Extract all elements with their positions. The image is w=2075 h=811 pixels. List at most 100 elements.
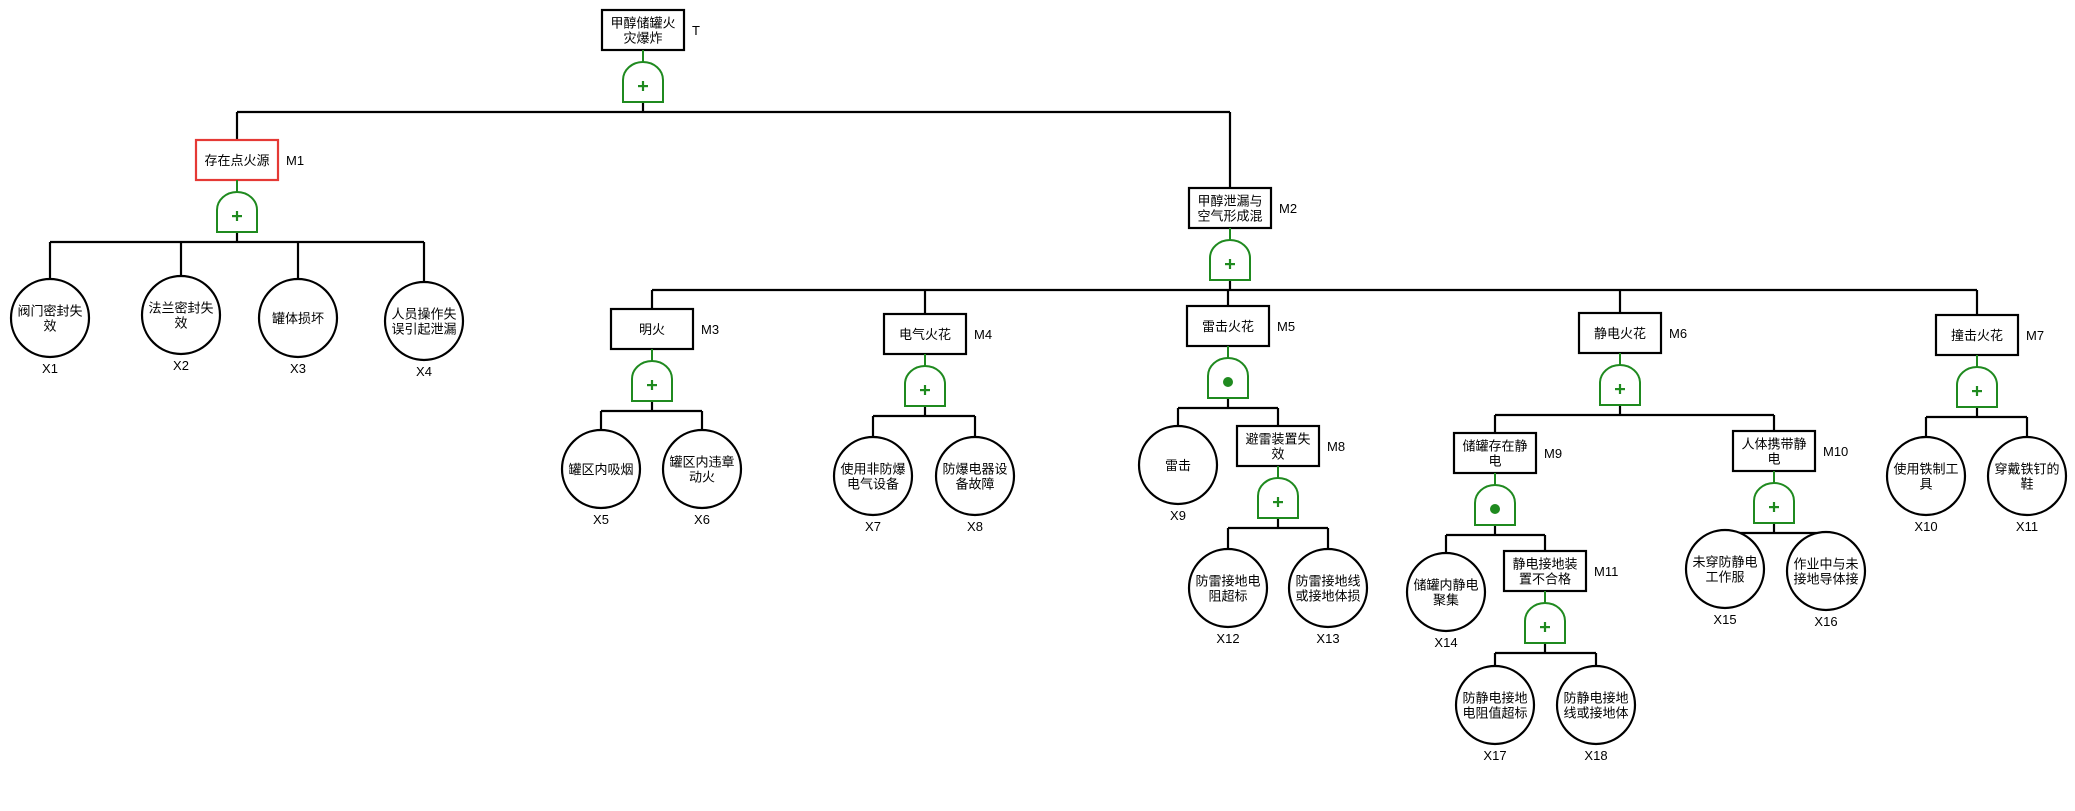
basic-event-circle[interactable] <box>1287 547 1369 629</box>
or-gate-icon <box>904 365 946 407</box>
event-label: 存在点火源 <box>204 154 269 169</box>
and-gate-icon <box>1474 484 1516 526</box>
or-gate-icon <box>1524 602 1566 644</box>
basic-event-circle[interactable] <box>1454 664 1536 746</box>
event-label: 线或接地体 <box>1563 706 1628 722</box>
event-box[interactable] <box>882 312 968 356</box>
event-box[interactable] <box>1187 186 1273 230</box>
plus-symbol-v <box>1975 386 1979 396</box>
event-id-label: X14 <box>1434 635 1457 650</box>
event-label: 甲醇泄漏与 <box>1197 194 1262 210</box>
or-gate-icon <box>631 360 673 402</box>
basic-event-circle[interactable] <box>257 277 339 359</box>
basic-event-circle[interactable] <box>1885 435 1967 517</box>
event-label: 阀门密封失 <box>17 304 82 320</box>
basic-event-circle[interactable] <box>1405 551 1487 633</box>
dot-symbol <box>1223 377 1233 387</box>
event-id-label: M10 <box>1823 444 1848 459</box>
event-id-label: X16 <box>1814 614 1837 629</box>
event-label: 聚集 <box>1433 593 1459 609</box>
event-label: 或接地体损 <box>1295 589 1360 605</box>
event-label: 电阻值超标 <box>1462 706 1527 722</box>
event-id-label: X11 <box>2016 519 2038 534</box>
basic-event-circle[interactable] <box>832 435 914 517</box>
event-label: 未穿防静电 <box>1692 555 1757 571</box>
event-label: 使用非防爆 <box>840 462 905 478</box>
event-box[interactable] <box>1235 424 1321 468</box>
event-id-label: X1 <box>42 361 58 376</box>
basic-event-circle[interactable] <box>9 277 91 359</box>
event-box[interactable] <box>1452 431 1538 475</box>
event-id-label: M8 <box>1327 439 1345 454</box>
event-label: 灾爆炸 <box>623 31 662 47</box>
event-label: 使用铁制工 <box>1893 462 1958 478</box>
or-gate-icon <box>622 61 664 103</box>
event-label: 工作服 <box>1705 571 1744 586</box>
plus-symbol-v <box>235 211 239 221</box>
basic-event-circle[interactable] <box>1137 424 1219 506</box>
event-id-label: M4 <box>974 327 992 342</box>
event-box[interactable] <box>600 8 686 52</box>
basic-event-circle[interactable] <box>140 274 222 356</box>
basic-event-circle[interactable] <box>560 428 642 510</box>
basic-event-circle[interactable] <box>1187 547 1269 629</box>
basic-event-circle[interactable] <box>1555 664 1637 746</box>
plus-symbol-v <box>1618 384 1622 394</box>
event-box[interactable] <box>609 307 695 351</box>
intermediate-event-m5[interactable]: M5 雷击火花 <box>1185 304 1295 399</box>
event-box[interactable] <box>1934 313 2020 357</box>
or-gate-icon <box>1753 482 1795 524</box>
basic-event-circle[interactable] <box>1785 530 1867 612</box>
event-id-label: M5 <box>1277 319 1295 334</box>
event-label: 防静电接地 <box>1563 691 1628 707</box>
basic-event-circle[interactable] <box>383 280 465 362</box>
event-box[interactable] <box>1577 311 1663 355</box>
event-id-label: X10 <box>1914 519 1937 534</box>
event-id-label: X9 <box>1170 508 1186 523</box>
event-id-label: M11 <box>1594 564 1618 579</box>
event-label: 雷击火花 <box>1202 319 1254 335</box>
event-id-label: X18 <box>1584 748 1607 763</box>
plus-symbol-v <box>1276 497 1280 507</box>
or-gate-icon <box>1257 477 1299 519</box>
event-id-label: X5 <box>593 512 609 527</box>
basic-event-circle[interactable] <box>1684 528 1766 610</box>
basic-event-circle[interactable] <box>1986 435 2068 517</box>
event-id-label: X6 <box>694 512 710 527</box>
basic-event-circle[interactable] <box>661 428 743 510</box>
event-id-label: M2 <box>1279 201 1297 216</box>
basic-event-circle[interactable] <box>934 435 1016 517</box>
event-label: 防静电接地 <box>1462 691 1527 707</box>
event-label: 罐区内违章 <box>669 455 734 471</box>
nodes-layer: T甲醇储罐火灾爆炸M1存在点火源M2甲醇泄漏与空气形成混X1阀门密封失效X2法兰… <box>9 8 2068 763</box>
